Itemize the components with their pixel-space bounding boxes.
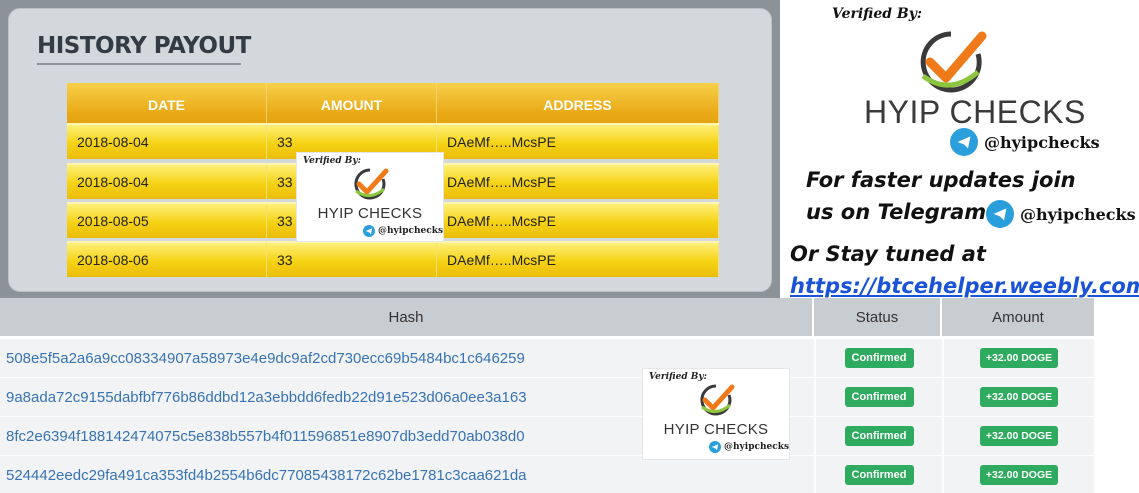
- amount-badge: +32.00 DOGE: [979, 348, 1059, 368]
- status-cell: Confirmed: [814, 339, 942, 377]
- amount-cell: +32.00 DOGE: [942, 378, 1094, 416]
- promo-telegram-row[interactable]: @hyipchecks: [986, 200, 1136, 228]
- transaction-hash-link[interactable]: 8fc2e6394f188142474075c5e838b557b4f01159…: [6, 427, 525, 445]
- status-badge: Confirmed: [844, 348, 914, 368]
- brand-name: HYIP CHECKS: [864, 94, 1086, 130]
- telegram-icon: [709, 441, 721, 453]
- payout-date: 2018-08-04: [67, 165, 267, 199]
- watermark-telegram: @hyipchecks: [363, 225, 443, 237]
- promo-telegram-handle: @hyipchecks: [1020, 204, 1136, 224]
- status-cell: Confirmed: [814, 456, 942, 493]
- payout-address: DAeMf…..McsPE: [437, 204, 719, 238]
- amount-badge: +32.00 DOGE: [979, 426, 1059, 446]
- watermark-brand-name: HYIP CHECKS: [663, 421, 769, 438]
- transaction-hash-link[interactable]: 508e5f5a2a6a9cc08334907a58973e4e9dc9af2c…: [6, 349, 525, 367]
- hash-table-header: Hash Status Amount: [0, 298, 1094, 336]
- watermark-telegram: @hyipchecks: [709, 441, 789, 453]
- payout-amount: 33: [267, 243, 437, 277]
- payout-date: 2018-08-05: [67, 204, 267, 238]
- telegram-handle-row[interactable]: @hyipchecks: [950, 128, 1100, 156]
- telegram-icon: [986, 200, 1014, 228]
- watermark-brand-name: HYIP CHECKS: [317, 205, 423, 222]
- amount-cell: +32.00 DOGE: [942, 339, 1094, 377]
- watermark-verified-label: Verified By:: [649, 372, 707, 382]
- payout-address: DAeMf…..McsPE: [437, 165, 719, 199]
- transaction-hash-link[interactable]: 524442eedc29fa491ca353fd4b2554b6dc770854…: [6, 466, 527, 484]
- check-shield-logo-icon: [920, 31, 987, 93]
- check-shield-logo-icon: [700, 384, 735, 416]
- column-header-status: Status: [814, 298, 942, 336]
- table-row: 9a8ada72c9155dabfbf776b86ddbd12a3ebbdd6f…: [0, 377, 1094, 416]
- status-cell: Confirmed: [814, 417, 942, 455]
- promo-line-3: Or Stay tuned at: [790, 242, 986, 266]
- status-cell: Confirmed: [814, 378, 942, 416]
- hyip-checks-watermark: Verified By: HYIP CHECKS @hyipchecks: [296, 152, 444, 242]
- telegram-icon: [363, 225, 375, 237]
- table-row: 524442eedc29fa491ca353fd4b2554b6dc770854…: [0, 455, 1094, 493]
- column-header-amount: AMOUNT: [267, 83, 437, 127]
- column-header-hash: Hash: [0, 298, 814, 336]
- amount-badge: +32.00 DOGE: [979, 465, 1059, 485]
- verified-by-label: Verified By:: [832, 6, 923, 22]
- telegram-handle: @hyipchecks: [984, 132, 1100, 152]
- status-badge: Confirmed: [844, 426, 914, 446]
- hyip-checks-watermark: Verified By: HYIP CHECKS @hyipchecks: [642, 368, 790, 460]
- payout-date: 2018-08-06: [67, 243, 267, 277]
- transaction-hash-link[interactable]: 9a8ada72c9155dabfbf776b86ddbd12a3ebbdd6f…: [6, 388, 527, 406]
- payout-row: 2018-08-06 33 DAeMf…..McsPE: [67, 241, 719, 277]
- promo-website-link[interactable]: https://btcehelper.weebly.com: [790, 274, 1139, 298]
- payout-address: DAeMf…..McsPE: [437, 125, 719, 159]
- check-shield-logo-icon: [354, 168, 389, 200]
- column-header-address: ADDRESS: [437, 83, 719, 127]
- amount-cell: +32.00 DOGE: [942, 417, 1094, 455]
- payout-amount: 33: [267, 125, 437, 159]
- amount-cell: +32.00 DOGE: [942, 456, 1094, 493]
- payout-panel-frame: HISTORY PAYOUT DATE AMOUNT ADDRESS 2018-…: [0, 0, 780, 298]
- table-row: 508e5f5a2a6a9cc08334907a58973e4e9dc9af2c…: [0, 338, 1094, 377]
- status-badge: Confirmed: [844, 387, 914, 407]
- title-underline: [37, 63, 241, 65]
- status-badge: Confirmed: [844, 465, 914, 485]
- column-header-date: DATE: [67, 83, 267, 127]
- table-row: 8fc2e6394f188142474075c5e838b557b4f01159…: [0, 416, 1094, 455]
- payout-date: 2018-08-04: [67, 125, 267, 159]
- column-header-amount: Amount: [942, 298, 1094, 336]
- payout-address: DAeMf…..McsPE: [437, 243, 719, 277]
- promo-line-2: us on Telegram: [806, 200, 987, 224]
- watermark-handle: @hyipchecks: [724, 442, 790, 452]
- amount-badge: +32.00 DOGE: [979, 387, 1059, 407]
- payout-table-header: DATE AMOUNT ADDRESS: [67, 83, 719, 127]
- panel-title: HISTORY PAYOUT: [37, 33, 251, 59]
- promo-line-1: For faster updates join: [806, 168, 1076, 192]
- telegram-icon: [950, 128, 978, 156]
- payout-panel: HISTORY PAYOUT DATE AMOUNT ADDRESS 2018-…: [8, 8, 772, 292]
- watermark-handle: @hyipchecks: [378, 226, 444, 236]
- watermark-verified-label: Verified By:: [303, 156, 361, 166]
